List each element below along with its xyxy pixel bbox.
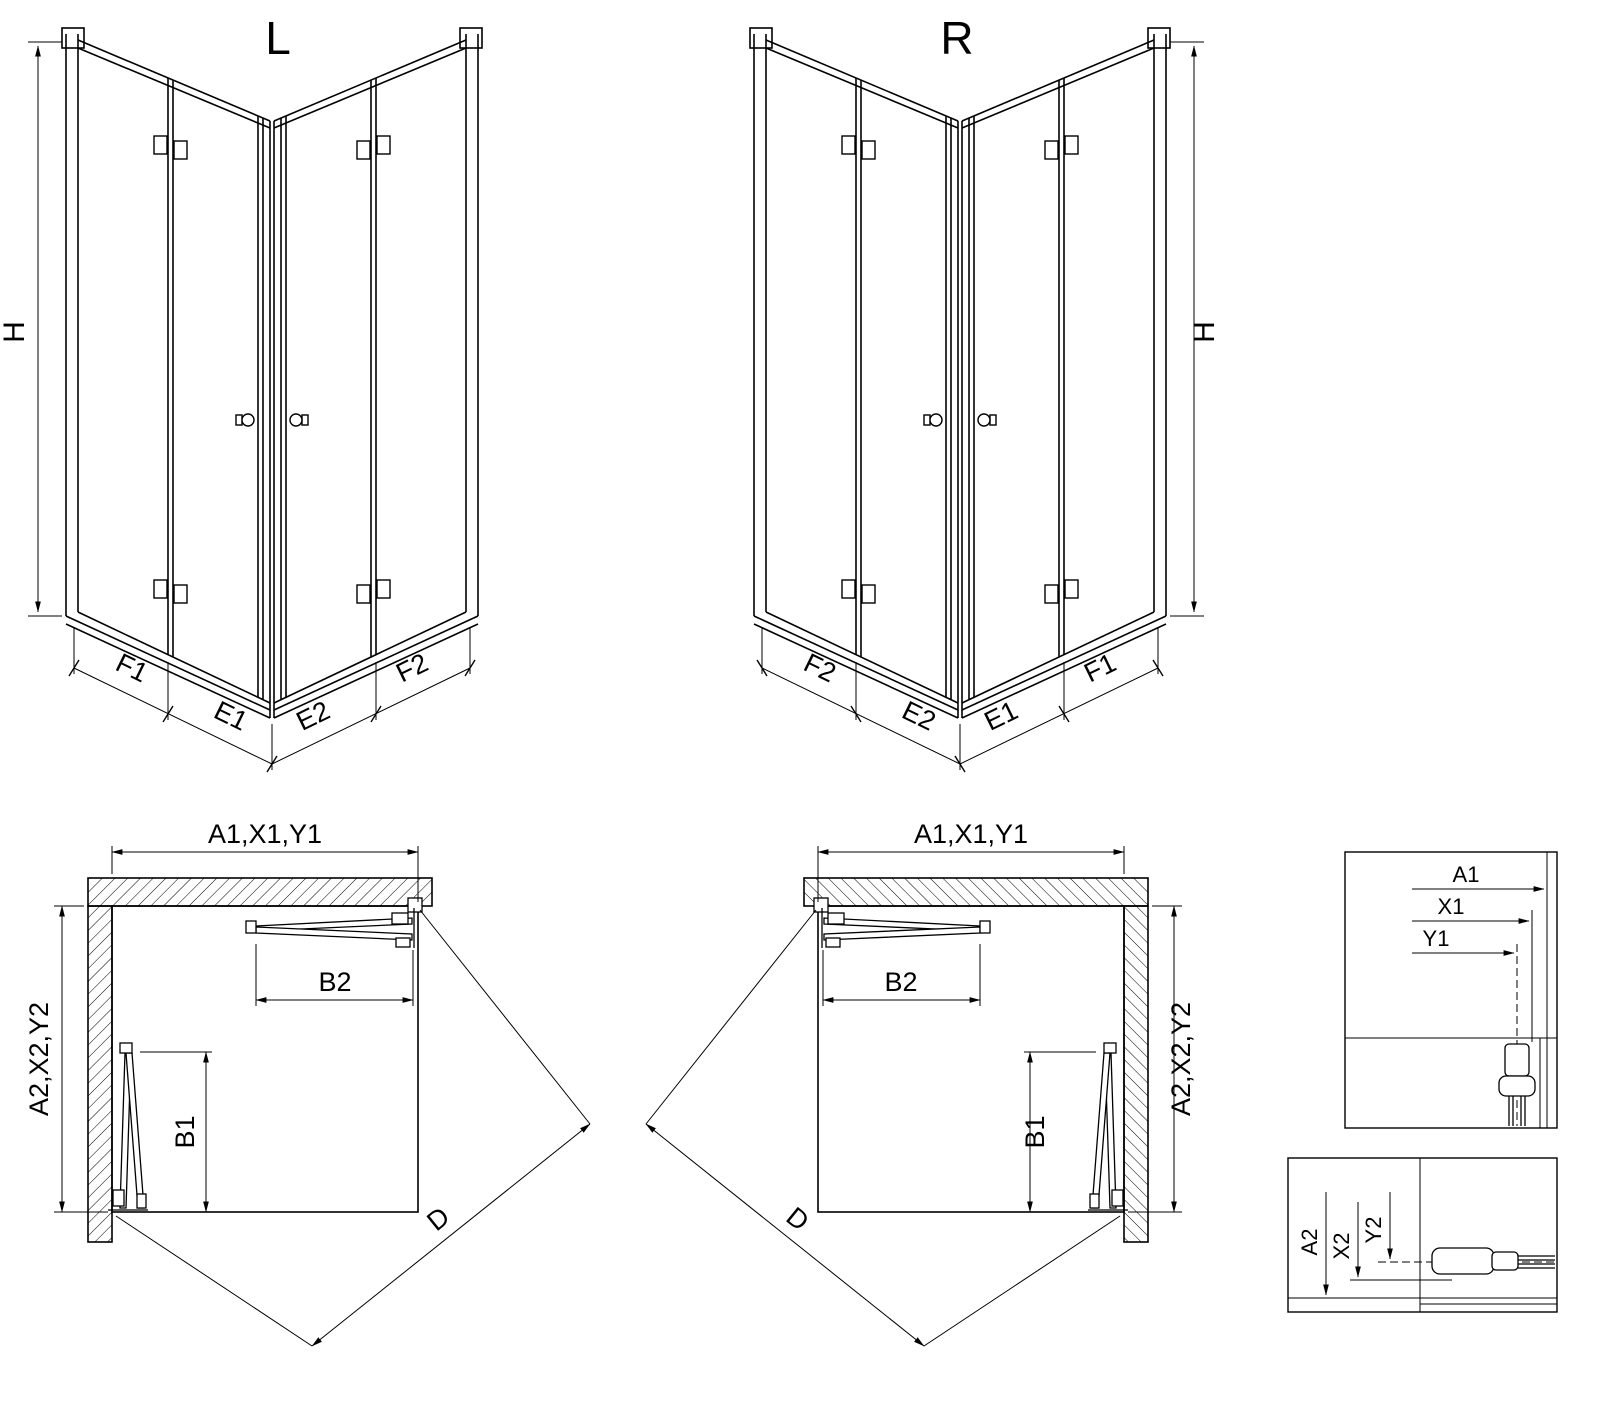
view-label-right: R xyxy=(940,12,973,64)
door-knob-icon xyxy=(235,413,309,427)
plan-left-side-dim: A2,X2,Y2 xyxy=(24,1002,54,1116)
bottom-dimension-lines xyxy=(68,628,476,773)
folded-door-top xyxy=(245,908,415,948)
plan-left-b1: B1 xyxy=(170,1115,200,1148)
view-label-left: L xyxy=(265,12,291,64)
profile-section-vertical xyxy=(1431,1247,1555,1275)
plan-right-side-dim: A2,X2,Y2 xyxy=(1166,1002,1196,1116)
plan-dimension-lines xyxy=(54,846,591,1347)
plan-right-top-dim: A1,X1,Y1 xyxy=(914,819,1028,849)
hinge-hardware xyxy=(153,135,391,604)
profile-section-horizontal xyxy=(1498,1043,1536,1126)
detail-box-vertical xyxy=(1287,1157,1558,1313)
plan-right-d: D xyxy=(781,1201,815,1237)
plan-left-b2: B2 xyxy=(318,967,351,997)
plan-right-b2: B2 xyxy=(884,967,917,997)
plan-view-geometry xyxy=(54,846,591,1347)
dim-e1-right: E1 xyxy=(980,695,1023,736)
detail-x2: X2 xyxy=(1329,1233,1354,1260)
plan-view-right-geometry xyxy=(646,846,1182,1346)
detail-x1: X1 xyxy=(1438,894,1465,919)
detail-box-horizontal xyxy=(1344,851,1558,1129)
detail-y2: Y2 xyxy=(1361,1217,1386,1244)
folded-door-side xyxy=(108,1042,148,1211)
dim-e2-right: E2 xyxy=(898,695,941,736)
detail-a2: A2 xyxy=(1297,1229,1322,1256)
dim-e1-left: E1 xyxy=(210,695,253,736)
dim-h-right: H xyxy=(1188,321,1221,343)
dim-e2-left: E2 xyxy=(292,695,335,736)
detail-a1: A1 xyxy=(1453,862,1480,887)
dim-h-left: H xyxy=(0,321,31,343)
3d-view-geometry xyxy=(28,27,483,773)
plan-left-top-dim: A1,X1,Y1 xyxy=(208,819,322,849)
height-dimension-lines xyxy=(28,41,62,617)
plan-right-b1: B1 xyxy=(1020,1115,1050,1148)
detail-y1: Y1 xyxy=(1423,926,1450,951)
plan-left-d: D xyxy=(421,1201,455,1237)
